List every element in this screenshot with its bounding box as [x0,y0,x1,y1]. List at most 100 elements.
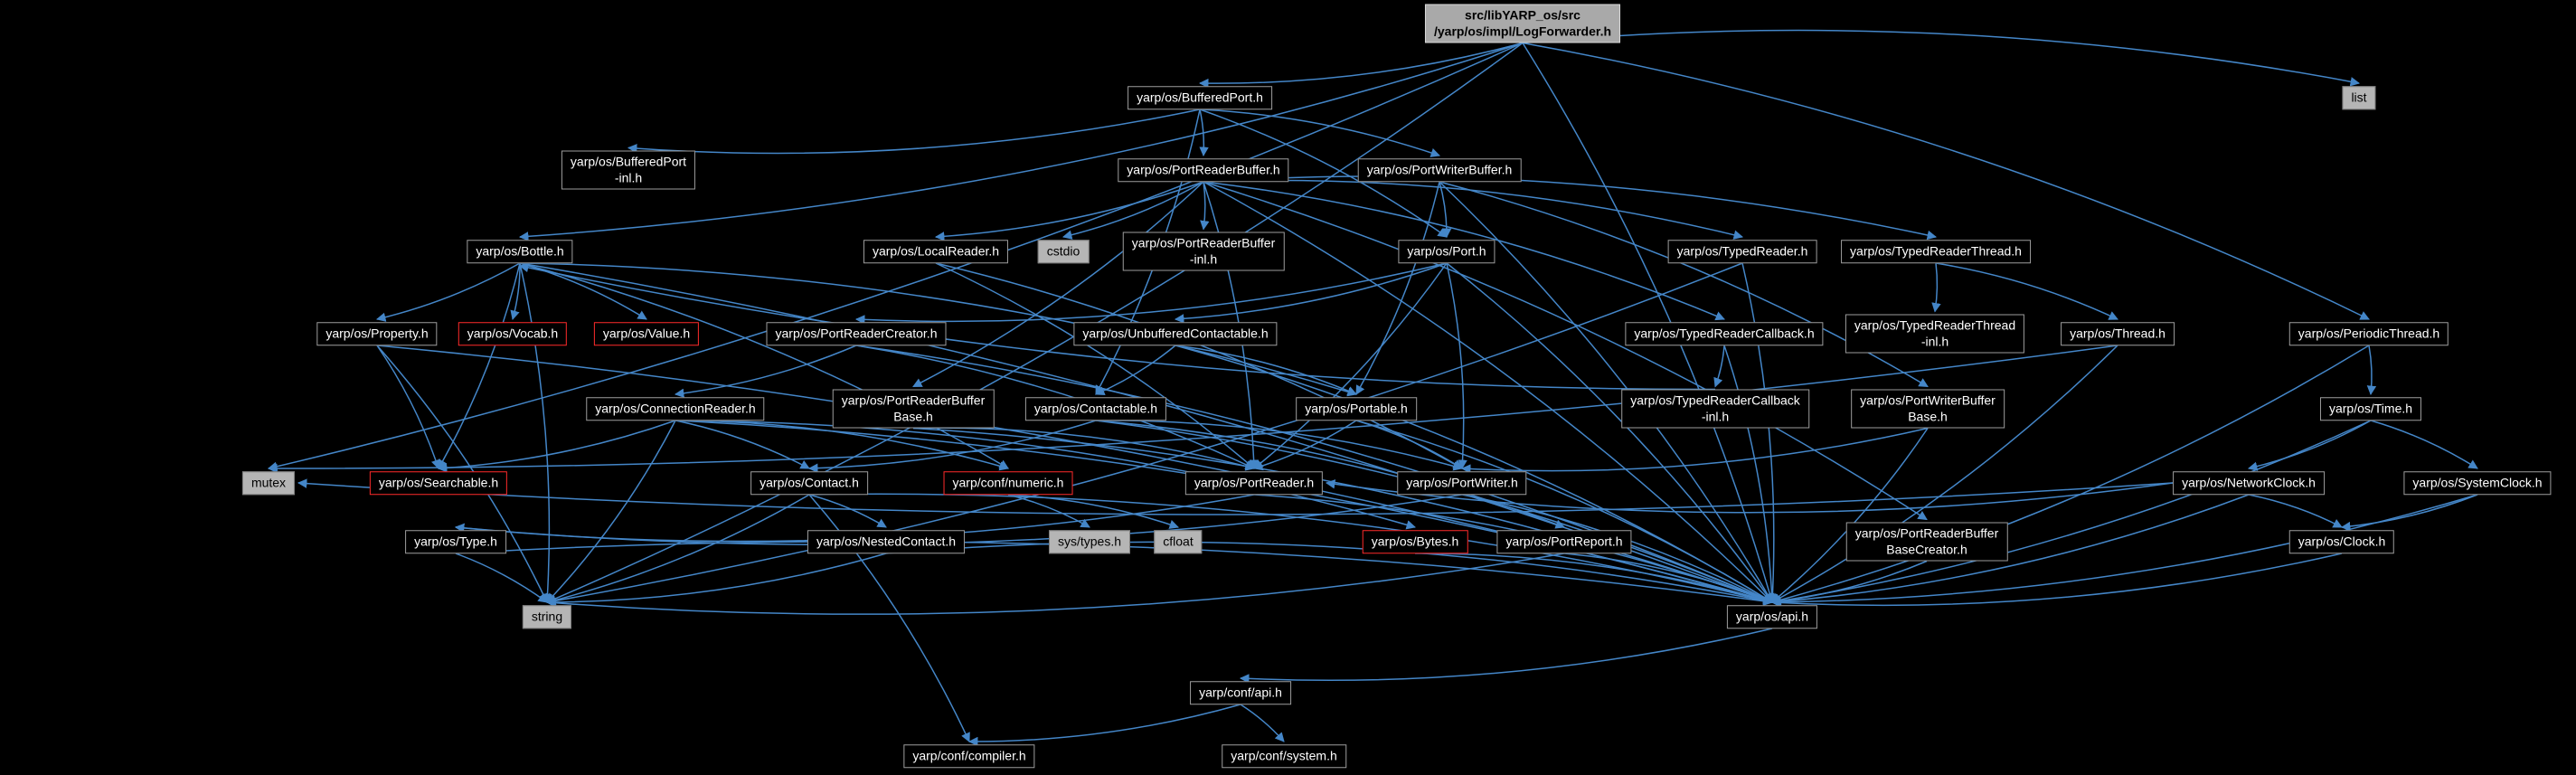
include-edge-Bytes-api [1414,553,1774,605]
graph-node-numeric[interactable]: yarp/conf/numeric.h [943,471,1073,495]
graph-node-PortReaderBufferBaseCreator[interactable]: yarp/os/PortReaderBuffer BaseCreator.h [1845,522,2008,562]
include-edge-SystemClock-Clock [2340,494,2478,532]
graph-node-Port[interactable]: yarp/os/Port.h [1398,240,1496,263]
graph-node-SystemClock[interactable]: yarp/os/SystemClock.h [2403,471,2552,495]
graph-node-Time[interactable]: yarp/os/Time.h [2319,397,2422,421]
graph-node-Clock[interactable]: yarp/os/Clock.h [2288,530,2395,553]
include-edge-PortReaderBuffer-cstdio [1062,181,1204,240]
include-edge-NestedContact-string [545,553,887,608]
graph-node-list: list [2342,86,2376,109]
graph-node-Type[interactable]: yarp/os/Type.h [405,530,506,553]
include-edge-UnbufferedContactable-Contactable [1095,345,1176,396]
include-edge-BufferedPort-PortWriterBuffer [1199,109,1440,157]
graph-node-system[interactable]: yarp/conf/system.h [1222,744,1346,768]
graph-node-Thread[interactable]: yarp/os/Thread.h [2061,322,2175,345]
include-edge-NestedContact-api [885,541,1774,606]
graph-node-PortReaderBufferInl[interactable]: yarp/os/PortReaderBuffer -inl.h [1122,232,1285,271]
include-edge-TypedReaderThread-Thread [1935,262,2118,320]
include-edge-Property-api [376,345,1774,605]
include-edge-Type-string [455,553,548,603]
include-edge-BufferedPort-PortReaderBuffer [1199,109,1209,157]
include-edge-NetworkClock-mutex [297,478,2174,515]
include-edge-TypedReaderCallbackInl-Bottle [518,262,1716,391]
graph-node-BufferedPortInl[interactable]: yarp/os/BufferedPort -inl.h [561,150,696,190]
include-edge-Port-UnbufferedContactable [1174,262,1448,324]
include-edge-PortReaderBufferBaseCreator-api [1770,560,1928,607]
graph-node-PortReaderBufferBase[interactable]: yarp/os/PortReaderBuffer Base.h [832,389,995,429]
graph-node-LocalReader[interactable]: yarp/os/LocalReader.h [863,240,1009,263]
include-edge-PortReaderBuffer-TypedReaderCallback [1203,181,1725,321]
include-edge-ConnectionReader-Searchable [437,420,676,473]
graph-node-TypedReaderCallbackInl[interactable]: yarp/os/TypedReaderCallback -inl.h [1621,389,1809,429]
include-edge-root-BufferedPort [1198,42,1524,89]
graph-node-Property[interactable]: yarp/os/Property.h [316,322,438,345]
graph-node-TypedReaderThread[interactable]: yarp/os/TypedReaderThread.h [1841,240,2031,263]
include-edge-PortReaderBufferBase-api [912,427,1773,604]
graph-node-root: src/libYARP_os/src /yarp/os/impl/LogForw… [1424,4,1621,43]
include-edge-Contact-compiler [808,494,970,742]
include-edge-numeric-systypes [1007,494,1090,528]
include-edge-PortWriterBuffer-Portable [1355,181,1440,395]
include-edge-NetworkClock-Clock [2248,494,2343,528]
include-edge-Port-PortReader [1253,262,1448,469]
include-edge-root-PeriodicThread [1522,42,2370,320]
include-edge-Bottle-Portable [519,262,1358,397]
graph-node-PortReaderCreator[interactable]: yarp/os/PortReaderCreator.h [766,322,947,345]
include-edge-LocalReader-PortReader [935,262,1255,469]
graph-node-PortWriter[interactable]: yarp/os/PortWriter.h [1397,471,1527,495]
graph-node-Bytes[interactable]: yarp/os/Bytes.h [1362,530,1468,553]
graph-node-NestedContact[interactable]: yarp/os/NestedContact.h [807,530,966,553]
graph-node-Contactable[interactable]: yarp/os/Contactable.h [1024,397,1167,421]
include-edge-Bottle-Searchable [438,262,521,469]
graph-node-Bottle[interactable]: yarp/os/Bottle.h [467,240,573,263]
include-edge-TypedReader-string [545,262,1743,606]
graph-node-UnbufferedContactable[interactable]: yarp/os/UnbufferedContactable.h [1073,322,1278,345]
graph-node-ConnectionReader[interactable]: yarp/os/ConnectionReader.h [586,397,765,421]
include-edge-TypedReaderCallback-api [1723,345,1777,604]
include-edge-PortWriterBuffer-PortWriterBufferBase [1439,181,1929,388]
graph-node-PortReaderBuffer[interactable]: yarp/os/PortReaderBuffer.h [1118,158,1289,182]
graph-node-PortWriterBufferBase[interactable]: yarp/os/PortWriterBuffer Base.h [1851,389,2005,429]
include-edge-Time-NetworkClock [2247,420,2372,471]
include-edge-Bottle-Property [375,262,521,322]
include-edge-PortReaderBuffer-LocalReader [934,181,1204,241]
graph-node-api[interactable]: yarp/os/api.h [1726,605,1818,629]
include-edge-PortReaderCreator-api [855,345,1773,604]
graph-node-compiler[interactable]: yarp/conf/compiler.h [903,744,1035,768]
graph-node-TypedReaderCallback[interactable]: yarp/os/TypedReaderCallback.h [1625,322,1824,345]
graph-node-Vocab[interactable]: yarp/os/Vocab.h [458,322,568,345]
graph-node-BufferedPort[interactable]: yarp/os/BufferedPort.h [1128,86,1272,109]
graph-node-TypedReaderThreadInl[interactable]: yarp/os/TypedReaderThread -inl.h [1845,314,2025,354]
include-edge-Clock-api [1770,553,2343,608]
include-edge-Contactable-Contact [807,420,1097,473]
include-edge-PortWriterBuffer-api [1439,181,1773,603]
graph-node-Value[interactable]: yarp/os/Value.h [593,322,700,345]
include-edge-PortWriterBufferBase-api [1771,428,1929,603]
graph-node-PortReport[interactable]: yarp/os/PortReport.h [1496,530,1632,553]
include-edge-BufferedPort-BufferedPortInl [627,109,1201,155]
graph-node-Portable[interactable]: yarp/os/Portable.h [1296,397,1417,421]
graph-node-PortWriterBuffer[interactable]: yarp/os/PortWriterBuffer.h [1357,158,1522,182]
graph-node-Contact[interactable]: yarp/os/Contact.h [750,471,868,495]
graph-node-PortReader[interactable]: yarp/os/PortReader.h [1184,471,1324,495]
include-edge-Bottle-string [519,262,552,604]
include-edge-Thread-api [1771,345,2118,603]
include-edge-confapi-compiler [967,704,1241,747]
include-edge-PortReaderBuffer-api [1203,181,1773,603]
graph-node-NetworkClock[interactable]: yarp/os/NetworkClock.h [2173,471,2325,495]
include-edge-Thread-mutex [267,345,2118,474]
include-edge-numeric-cfloat [1007,494,1179,529]
graph-node-confapi[interactable]: yarp/conf/api.h [1190,681,1291,704]
graph-node-Searchable[interactable]: yarp/os/Searchable.h [369,471,508,495]
include-edge-PortReaderCreator-ConnectionReader [674,345,857,399]
graph-node-TypedReader[interactable]: yarp/os/TypedReader.h [1667,240,1817,263]
include-edge-Bottle-numeric [519,262,1009,469]
graph-node-cfloat: cfloat [1154,530,1203,553]
include-edge-Time-SystemClock [2370,420,2478,469]
graph-node-PeriodicThread[interactable]: yarp/os/PeriodicThread.h [2288,322,2449,345]
include-edge-Contact-string [545,494,810,605]
include-edge-Bottle-Value [519,262,647,320]
include-edge-PortWriterBuffer-Port [1439,181,1452,239]
include-edge-NetworkClock-api [1770,494,2250,607]
